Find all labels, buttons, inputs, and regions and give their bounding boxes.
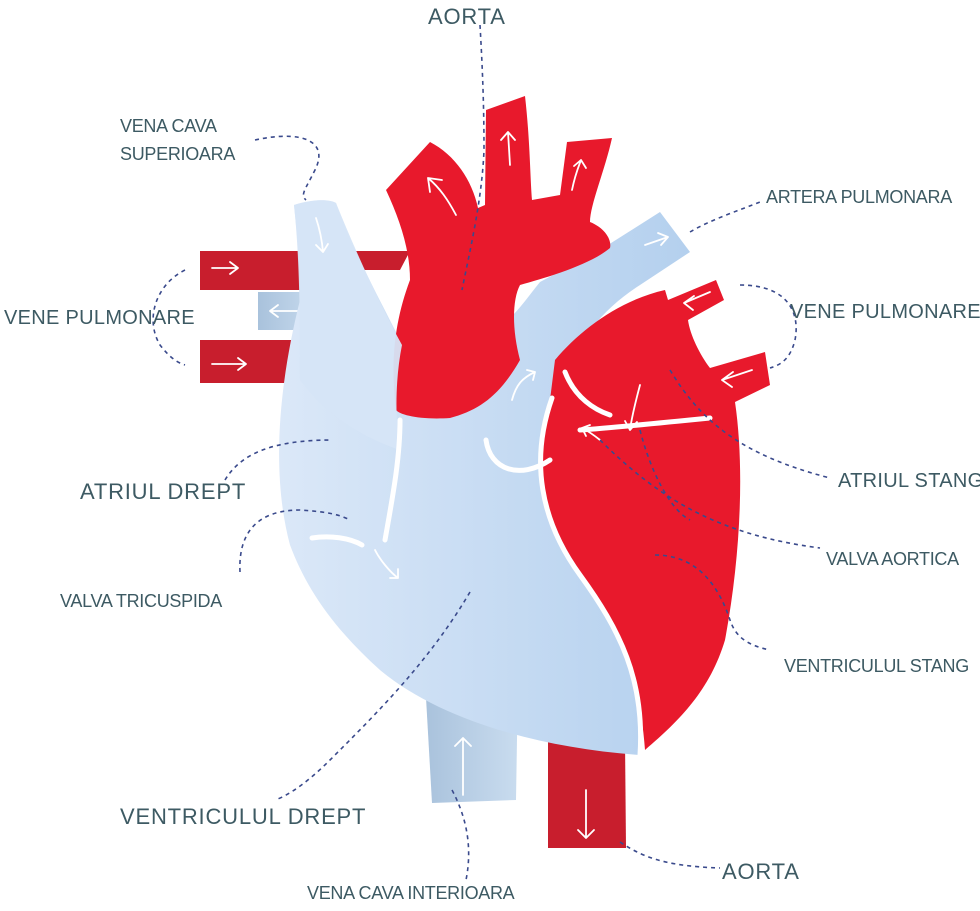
label-atriul-drept: ATRIUL DREPT <box>80 479 247 504</box>
arrow-left-pv-upper <box>211 261 239 275</box>
descending-aorta <box>548 740 626 848</box>
label-valva-tricuspida: VALVA TRICUSPIDA <box>60 591 222 611</box>
label-artera-pulmonara: ARTERA PULMONARA <box>766 187 952 207</box>
tricuspid-valve-line <box>309 534 365 548</box>
arrow-left-pv-middle <box>269 304 301 318</box>
label-aorta-top: AORTA <box>428 4 506 29</box>
left-pulmonary-vein-lower <box>200 340 305 383</box>
leader-artera-pulmonara <box>689 201 761 233</box>
arrow-pulmonary-artery <box>644 232 669 246</box>
arrow-aorta-left-branch <box>427 177 457 216</box>
arrow-right-pv-upper <box>683 291 711 311</box>
arrow-pulmonary-outflow <box>511 369 536 401</box>
label-vena-cava-superior-line1: VENA CAVA <box>120 116 217 136</box>
label-vena-cava-inferioara: VENA CAVA INTERIOARA <box>307 883 515 903</box>
leader-ventriculul-drept <box>274 591 471 801</box>
arrow-right-atrium-to-ventricle <box>374 549 399 579</box>
leader-ventriculul-stang <box>654 554 771 651</box>
arrow-superior-vena-cava <box>315 217 329 253</box>
leader-atriul-drept <box>224 439 333 481</box>
label-ventriculul-stang: VENTRICULUL STANG <box>784 656 969 676</box>
leader-aorta-bottom <box>619 841 721 869</box>
superior-vena-cava <box>294 200 402 450</box>
leader-vene-pulmonare-right <box>739 284 797 369</box>
left-heart-body <box>540 280 770 750</box>
label-atriul-stang: ATRIUL STANG <box>838 470 980 492</box>
arrow-inferior-vena-cava <box>454 737 472 796</box>
label-vene-pulmonare-left: VENE PULMONARE <box>4 307 195 329</box>
septum-line <box>382 417 403 543</box>
leader-valva-aortica-2 <box>639 429 691 521</box>
arrow-aorta-middle-branch <box>500 131 516 166</box>
arrow-left-ventricle-to-aorta <box>581 424 601 441</box>
label-vena-cava-superior-line2: SUPERIOARA <box>120 144 236 164</box>
arrow-descending-aorta <box>577 789 595 839</box>
leader-aorta-top <box>461 24 485 291</box>
label-valva-aortica: VALVA AORTICA <box>826 549 959 569</box>
aortic-arch <box>386 96 612 419</box>
arrow-aorta-right-branch <box>571 159 587 191</box>
arrow-right-pv-lower <box>721 369 753 388</box>
arrow-left-atrium-to-ventricle <box>624 384 641 431</box>
left-heart-boundary <box>538 395 644 758</box>
leader-vena-cava-inferioara <box>451 789 470 881</box>
arrow-left-pv-lower <box>211 357 247 371</box>
label-ventriculul-drept: VENTRICULUL DREPT <box>120 804 367 829</box>
leader-vene-pulmonare-left <box>152 269 186 366</box>
leader-vena-cava-superior <box>254 135 320 201</box>
label-vene-pulmonare-right: VENE PULMONARE <box>790 301 980 323</box>
label-aorta-bottom: AORTA <box>722 859 800 884</box>
leader-valva-tricuspida <box>239 509 351 573</box>
